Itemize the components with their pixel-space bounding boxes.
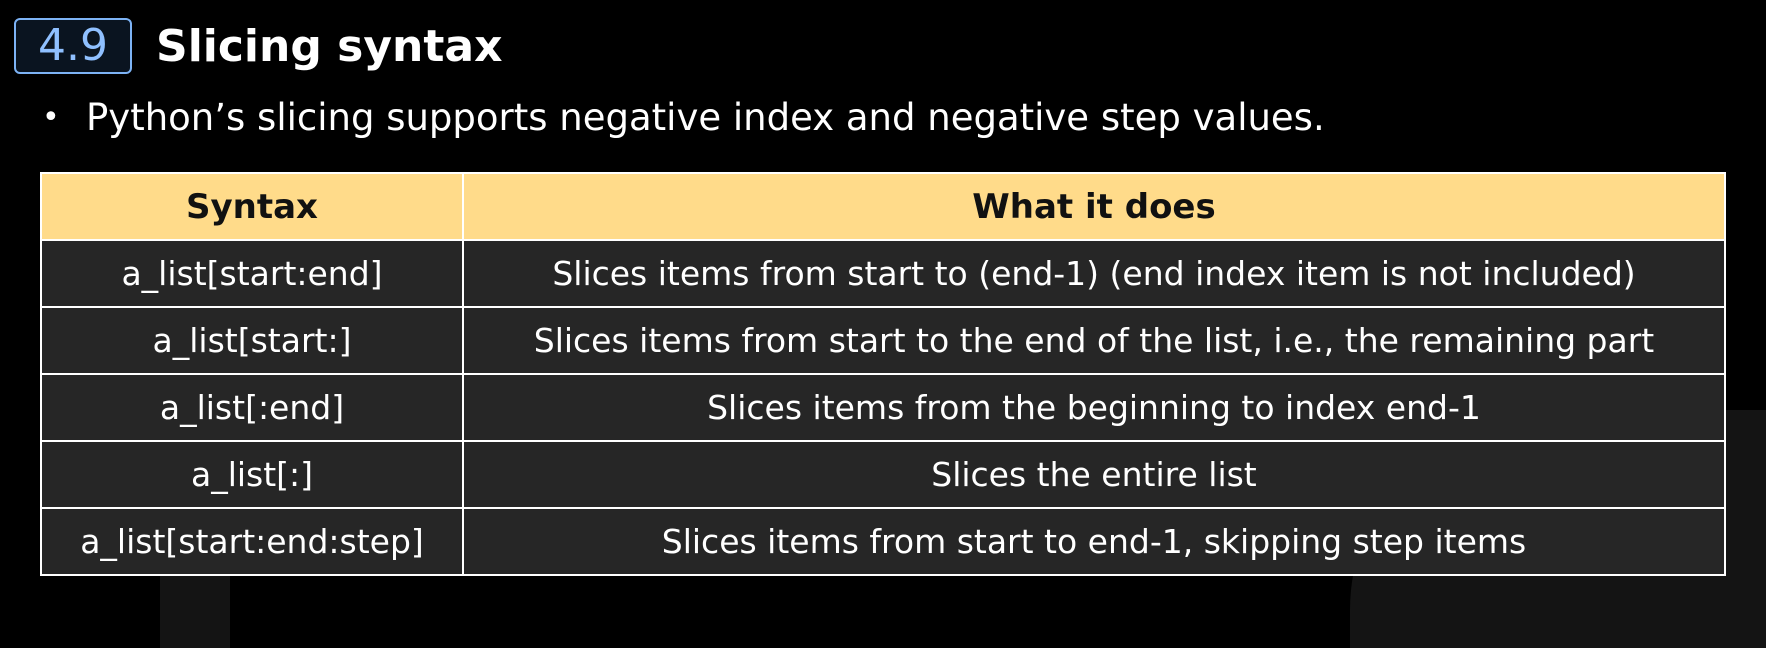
description-cell: Slices the entire list — [462, 440, 1726, 509]
slicing-syntax-table: Syntax What it does a_list[start:end] Sl… — [40, 172, 1726, 576]
bullet-icon: • — [42, 100, 60, 135]
description-cell: Slices items from the beginning to index… — [462, 373, 1726, 442]
table-row: a_list[:] Slices the entire list — [40, 440, 1726, 509]
table-row: a_list[start:end] Slices items from star… — [40, 239, 1726, 308]
slide-header: 4.9 Slicing syntax — [14, 18, 502, 74]
column-header-description: What it does — [462, 172, 1726, 241]
syntax-cell: a_list[start:] — [40, 306, 464, 375]
table-row: a_list[:end] Slices items from the begin… — [40, 373, 1726, 442]
description-cell: Slices items from start to (end-1) (end … — [462, 239, 1726, 308]
bullet-text: Python’s slicing supports negative index… — [86, 96, 1325, 139]
table-row: a_list[start:] Slices items from start t… — [40, 306, 1726, 375]
table-header-row: Syntax What it does — [40, 172, 1726, 241]
section-number-badge: 4.9 — [14, 18, 132, 74]
syntax-cell: a_list[start:end:step] — [40, 507, 464, 576]
syntax-cell: a_list[:end] — [40, 373, 464, 442]
column-header-syntax: Syntax — [40, 172, 464, 241]
page-title: Slicing syntax — [156, 20, 503, 72]
bullet-point: • Python’s slicing supports negative ind… — [42, 96, 1325, 139]
description-cell: Slices items from start to end-1, skippi… — [462, 507, 1726, 576]
syntax-cell: a_list[start:end] — [40, 239, 464, 308]
table-row: a_list[start:end:step] Slices items from… — [40, 507, 1726, 576]
description-cell: Slices items from start to the end of th… — [462, 306, 1726, 375]
syntax-cell: a_list[:] — [40, 440, 464, 509]
